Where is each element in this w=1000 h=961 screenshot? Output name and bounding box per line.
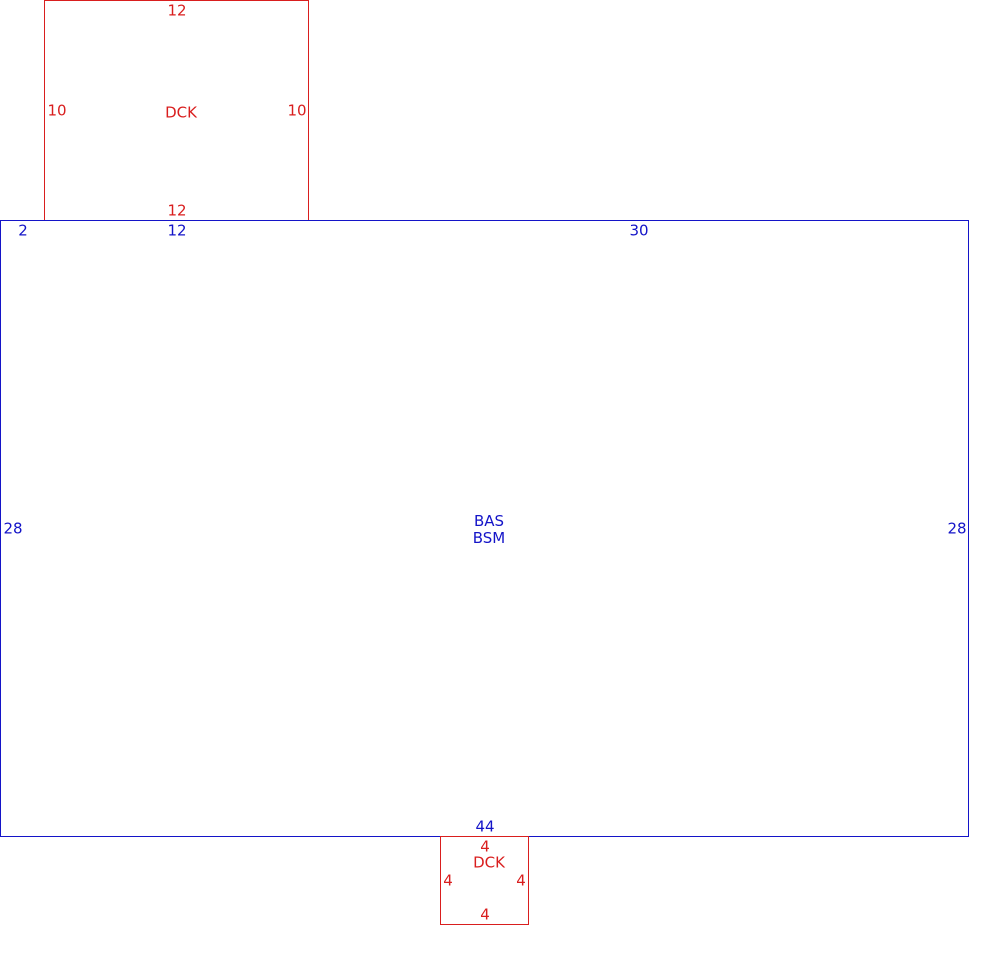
- main-top-segment-1-dimension: 2: [18, 221, 28, 240]
- main-bottom-dimension: 44: [475, 817, 495, 836]
- deck-bottom-top-dimension: 4: [480, 837, 490, 856]
- main-top-segment-3-dimension: 30: [629, 221, 649, 240]
- deck-bottom-right-dimension: 4: [516, 871, 526, 890]
- main-top-segment-2-dimension: 12: [167, 221, 187, 240]
- deck-top-code: DCK: [165, 103, 197, 122]
- deck-bottom-outline: [440, 836, 529, 925]
- deck-top-bottom-dimension: 12: [167, 201, 187, 220]
- deck-top-left-dimension: 10: [47, 101, 67, 120]
- main-area-codes: BAS BSM: [473, 513, 506, 547]
- deck-bottom-code: DCK: [473, 853, 505, 872]
- main-area-code-bas: BAS: [473, 512, 505, 530]
- main-left-dimension: 28: [3, 519, 23, 538]
- deck-bottom-left-dimension: 4: [443, 871, 453, 890]
- main-right-dimension: 28: [947, 519, 967, 538]
- main-area-code-bsm: BSM: [472, 529, 506, 547]
- deck-top-right-dimension: 10: [287, 101, 307, 120]
- deck-top-top-dimension: 12: [167, 1, 187, 20]
- deck-bottom-bottom-dimension: 4: [480, 905, 490, 924]
